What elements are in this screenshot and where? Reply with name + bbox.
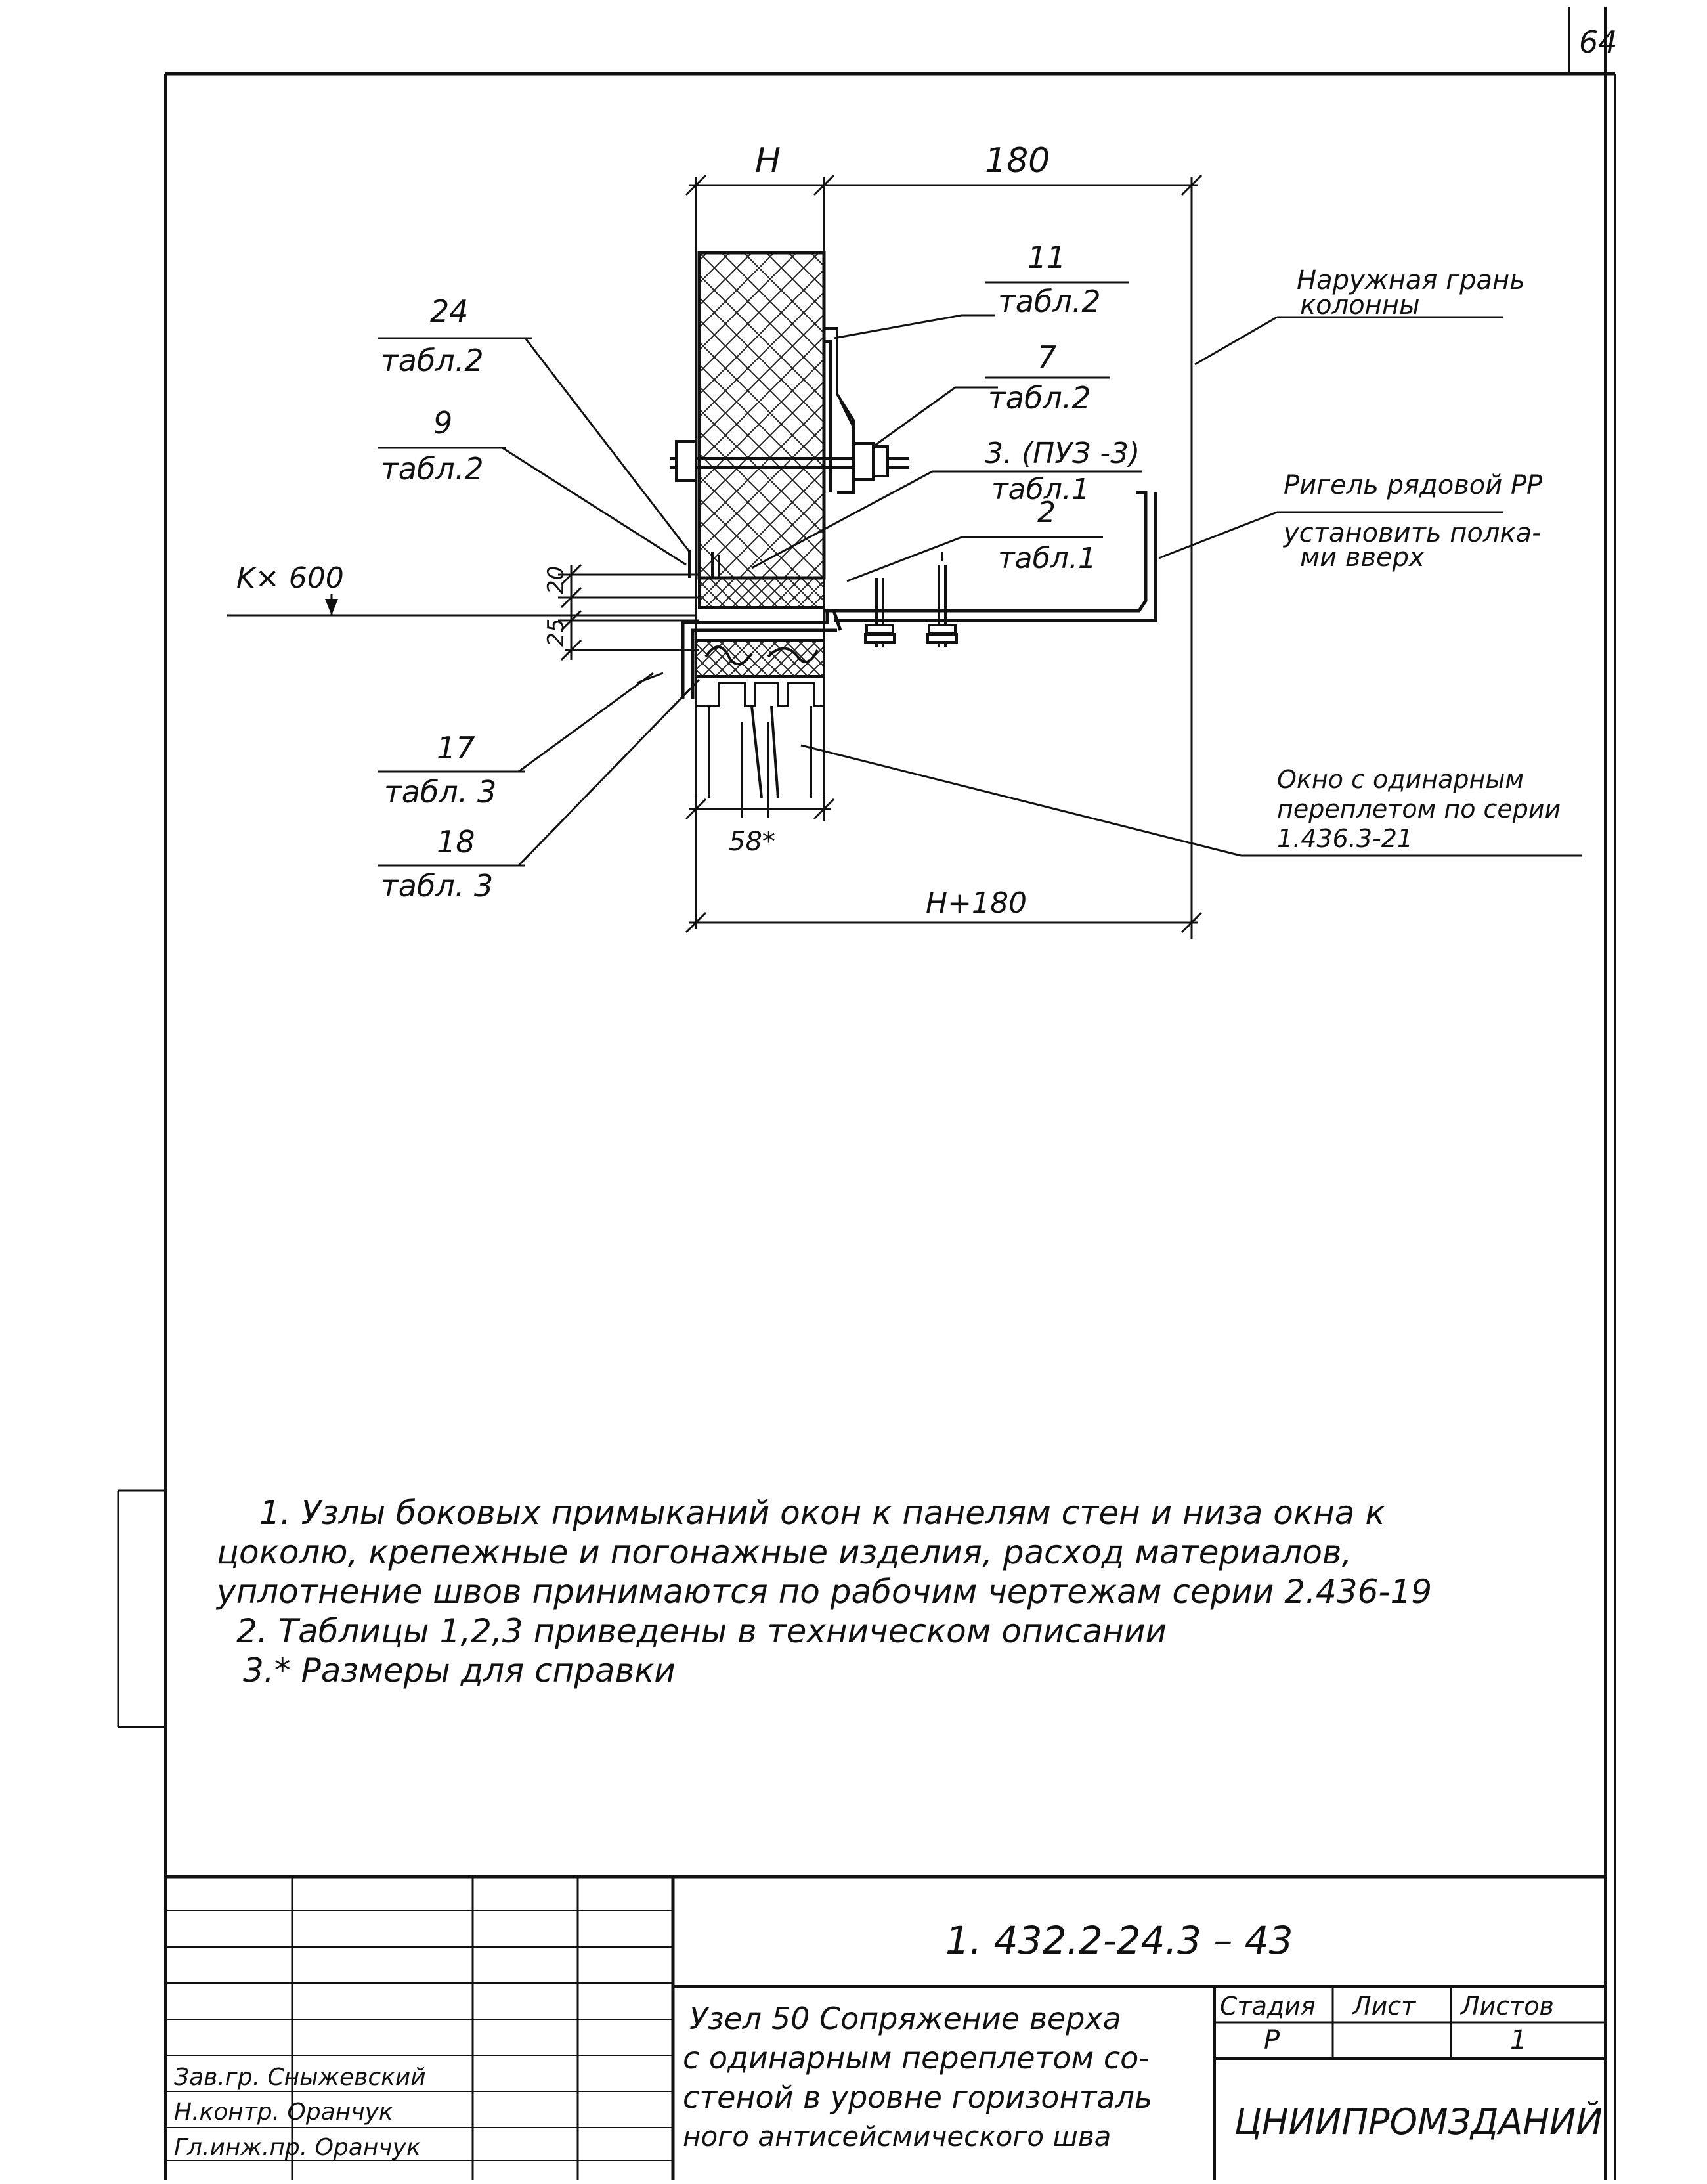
bolt (670, 440, 909, 482)
drawing-code: 1. 432.2-24.3 – 43 (945, 1918, 1293, 1963)
sheets-value: 1 (1510, 2025, 1526, 2055)
dim-180-top: 180 (985, 141, 1050, 181)
callout-24: 24 табл.2 (378, 294, 532, 378)
svg-text:с одинарным переплетом со-: с одинарным переплетом со- (683, 2040, 1150, 2076)
svg-text:3. (ПУЗ -3): 3. (ПУЗ -3) (985, 437, 1140, 470)
callout-11: 11 табл.2 (985, 240, 1129, 319)
svg-text:установить полка-: установить полка- (1283, 518, 1542, 548)
dim-25: 25 (543, 619, 569, 647)
note-line: 3.* Размеры для справки (243, 1651, 676, 1690)
sheet-label: Лист (1351, 1992, 1417, 2020)
svg-text:9: 9 (433, 405, 452, 441)
svg-text:17: 17 (437, 730, 475, 766)
anchor-brackets (824, 327, 855, 494)
sheet-frame (117, 7, 1616, 2180)
note-line: 2. Таблицы 1,2,3 приведены в техническом… (236, 1612, 1167, 1650)
svg-text:табл.2: табл.2 (988, 380, 1091, 416)
svg-text:табл.1: табл.1 (991, 473, 1090, 506)
svg-text:24: 24 (430, 294, 469, 329)
dim-20: 20 (543, 566, 569, 594)
drawing-title: Узел 50 Сопряжение верха с одинарным пер… (683, 2001, 1152, 2152)
svg-text:11: 11 (1027, 240, 1066, 275)
wall-panel (697, 251, 826, 609)
svg-text:Окно с одинарным: Окно с одинарным (1277, 765, 1524, 794)
svg-text:табл. 3: табл. 3 (384, 774, 496, 810)
svg-text:табл.2: табл.2 (998, 284, 1101, 319)
svg-text:табл. 3: табл. 3 (381, 868, 493, 904)
note-line: уплотнение швов принимаются по рабочим ч… (217, 1573, 1433, 1611)
callout-2: 2 табл.1 (962, 496, 1103, 575)
svg-text:переплетом по серии: переплетом по серии (1277, 795, 1561, 823)
rigel-bolts (864, 552, 958, 647)
page-number: 64 (1579, 24, 1618, 60)
callout-18: 18 табл. 3 (378, 824, 525, 904)
signature-3: Гл.инж.пр. Оранчук (174, 2134, 421, 2161)
svg-text:ного антисейсмического шва: ного антисейсмического шва (683, 2120, 1111, 2152)
window-frame-section (695, 639, 825, 798)
svg-text:1.436.3-21: 1.436.3-21 (1277, 824, 1413, 853)
svg-text:табл.2: табл.2 (381, 451, 484, 487)
dimension-ticks (560, 174, 1203, 934)
dim-h-top: H (755, 141, 781, 181)
svg-text:2: 2 (1037, 496, 1056, 529)
sheets-label: Листов (1459, 1992, 1554, 2020)
svg-text:стеной в уровне горизонталь: стеной в уровне горизонталь (683, 2080, 1152, 2115)
signature-1: Зав.гр. Сныжевский (174, 2064, 426, 2091)
signature-2: Н.контр. Оранчук (174, 2099, 393, 2126)
callout-17: 17 табл. 3 (378, 730, 525, 810)
svg-text:7: 7 (1037, 339, 1056, 375)
title-block-grid (165, 1875, 1605, 2180)
organization: ЦНИИПРОМЗДАНИЙ (1234, 2101, 1603, 2143)
stage-value: Р (1264, 2025, 1280, 2055)
svg-text:18: 18 (437, 824, 475, 860)
label-column-face: Наружная грань колонны (1297, 265, 1525, 320)
note-line: цоколю, крепежные и погонажные изделия, … (217, 1533, 1352, 1571)
note-line: 1. Узлы боковых примыканий окон к панеля… (259, 1494, 1385, 1532)
label-rigel: Ригель рядовой РР установить полка- ми в… (1283, 470, 1543, 573)
callout-3: 3. (ПУЗ -3) табл.1 (932, 437, 1142, 506)
small-plates (688, 550, 720, 578)
svg-text:колонны: колонны (1300, 290, 1420, 320)
svg-text:табл.1: табл.1 (998, 542, 1096, 575)
callout-9: 9 табл.2 (378, 405, 506, 487)
callout-7: 7 табл.2 (985, 339, 1110, 416)
svg-text:табл.2: табл.2 (381, 343, 484, 378)
dim-58: 58* (729, 827, 775, 857)
label-window: Окно с одинарным переплетом по серии 1.4… (1277, 765, 1561, 853)
stage-label: Стадия (1220, 1992, 1316, 2020)
svg-text:Узел 50 Сопряжение верха: Узел 50 Сопряжение верха (689, 2001, 1121, 2036)
rigel-channel (681, 491, 1157, 699)
svg-text:Ригель рядовой РР: Ригель рядовой РР (1284, 470, 1543, 500)
dim-k600: K× 600 (236, 561, 344, 595)
dim-h-plus-180: H+180 (926, 886, 1027, 920)
level-arrow-icon (325, 599, 338, 615)
svg-text:ми вверх: ми вверх (1300, 542, 1425, 573)
svg-text:Наружная грань: Наружная грань (1297, 265, 1525, 295)
